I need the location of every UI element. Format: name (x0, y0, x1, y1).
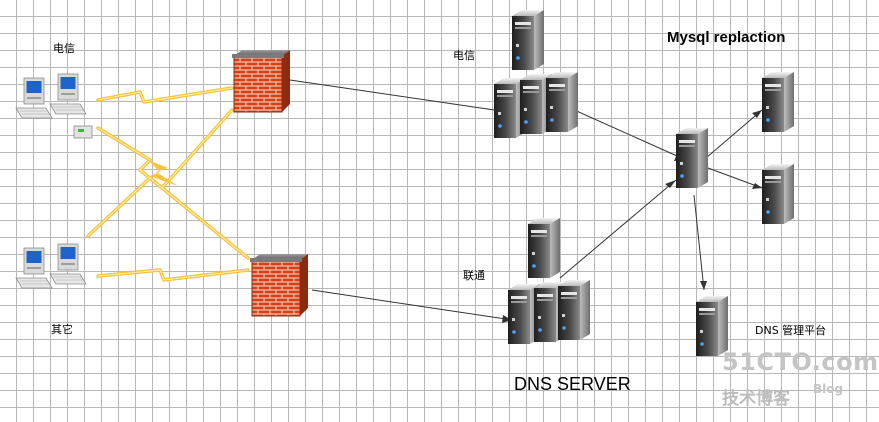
server-icon (558, 280, 590, 340)
unicom-cluster-label: 联通 (463, 269, 485, 282)
link-master-slave1 (705, 109, 763, 159)
bottom-client-label: 其它 (51, 323, 73, 336)
server-icon (546, 72, 578, 132)
watermark-site: 51CTO.com (722, 348, 879, 376)
server-icon (512, 10, 544, 70)
replication-title: Mysql replaction (667, 29, 786, 46)
dns-server-label: DNS SERVER (514, 374, 631, 394)
lightning-links (86, 86, 250, 282)
firewall-icon (249, 253, 309, 317)
dns-admin-label: DNS 管理平台 (755, 324, 827, 337)
telecom-cluster-label: 电信 (453, 49, 475, 62)
lightning-flash-icon (148, 160, 178, 186)
mysql-slave-server-icon (762, 72, 794, 132)
watermark-blog: Blog (813, 382, 844, 396)
pc-icon (49, 243, 87, 285)
link-firewall2-unicom (311, 289, 513, 321)
mysql-slave-server-icon (762, 164, 794, 224)
pc-icon (15, 247, 53, 289)
unicom-server-cluster (508, 218, 590, 344)
link-master-admin (693, 194, 705, 291)
link-unicom-master (559, 179, 677, 279)
mysql-master-server-icon (676, 128, 708, 188)
pc-icon (49, 73, 87, 115)
link-master-slave2 (707, 167, 763, 189)
telecom-server-cluster (494, 10, 578, 138)
lightning-top-client-fw1 (96, 86, 234, 104)
dns-admin-server-icon (696, 296, 728, 356)
server-icon (528, 218, 560, 278)
link-firewall1-telecom (289, 79, 509, 113)
watermark-subtitle: 技术博客 (722, 389, 790, 409)
top-client-label: 电信 (53, 42, 75, 55)
lightning-top-client-fw2 (96, 126, 250, 260)
lightning-bottom-client-fw1 (86, 108, 234, 238)
pc-icon (15, 77, 53, 119)
firewall-icon (231, 49, 291, 113)
client-group-top (15, 73, 93, 139)
client-group-bottom (15, 243, 87, 289)
